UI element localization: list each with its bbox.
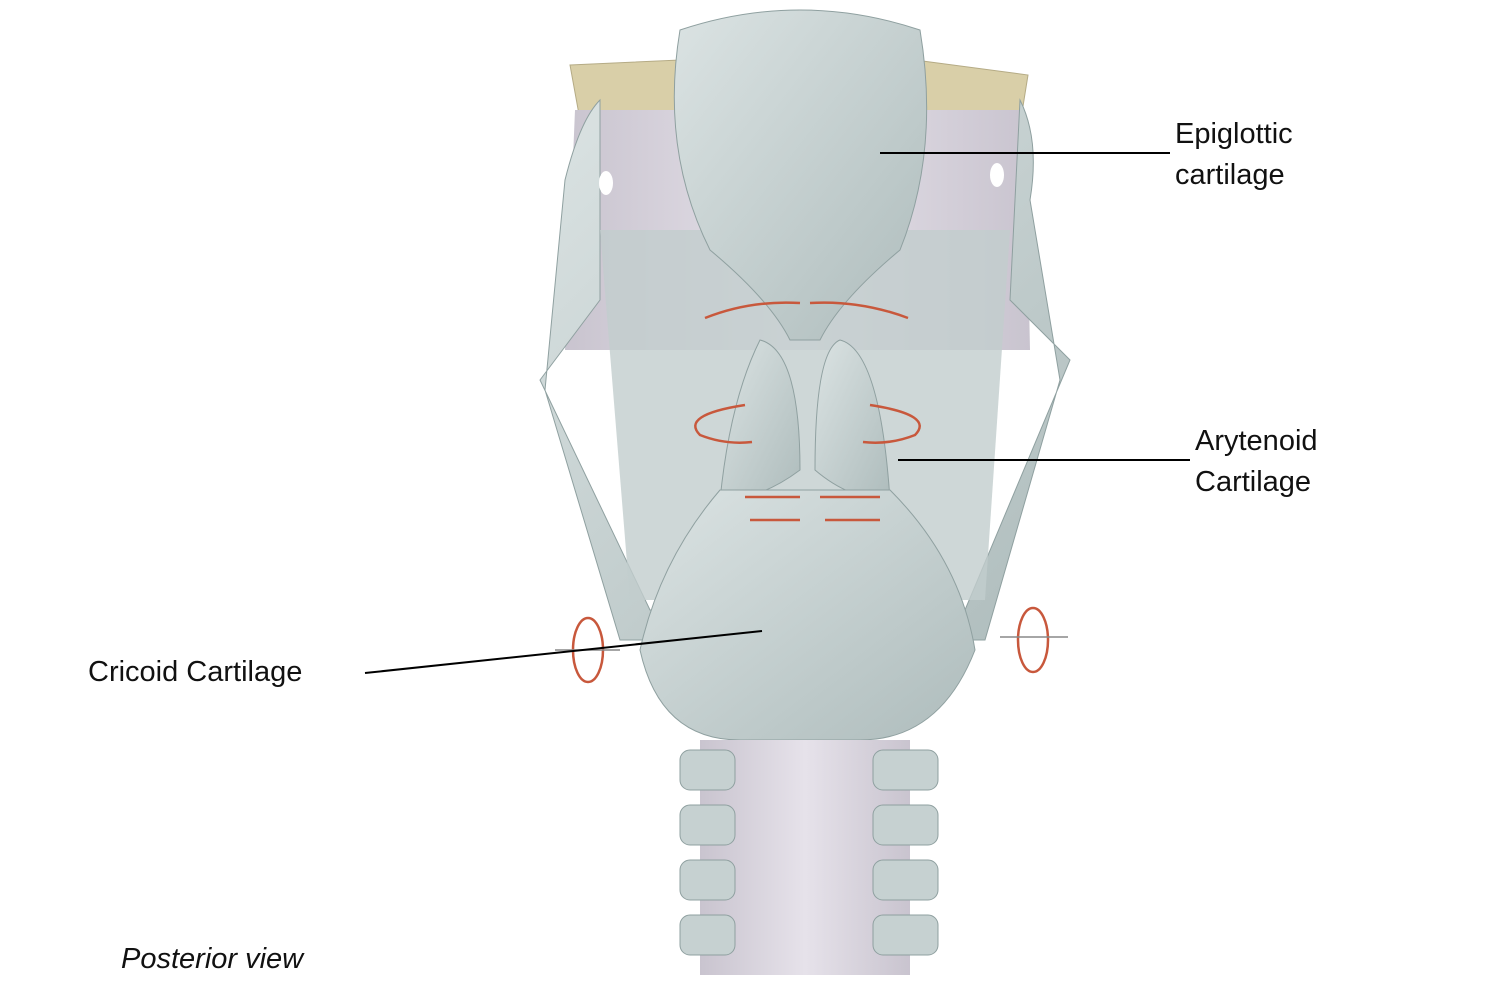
arytenoid-cartilage-label: Arytenoid Cartilage — [1195, 421, 1318, 503]
arytenoid-label-line1: Arytenoid — [1195, 425, 1318, 457]
epiglottic-label-line1: Epiglottic — [1175, 118, 1293, 150]
epiglottic-cartilage-label: Epiglottic cartilage — [1175, 114, 1293, 196]
epiglottic-label-line2: cartilage — [1175, 159, 1285, 191]
thyroid-cartilage — [539, 98, 1071, 641]
foramen-left — [599, 171, 613, 195]
arytenoid-label-line2: Cartilage — [1195, 466, 1312, 498]
cricoid-leader-line — [364, 630, 763, 674]
tracheal-rings — [679, 749, 939, 956]
view-caption: Posterior view — [121, 943, 304, 975]
epiglottis — [673, 9, 928, 341]
foramen-right — [990, 163, 1004, 187]
thyroid-lamina-inner — [600, 230, 1010, 600]
cricoid-cartilage-label: Cricoid Cartilage — [88, 656, 303, 688]
motion-arrows — [571, 301, 1050, 684]
